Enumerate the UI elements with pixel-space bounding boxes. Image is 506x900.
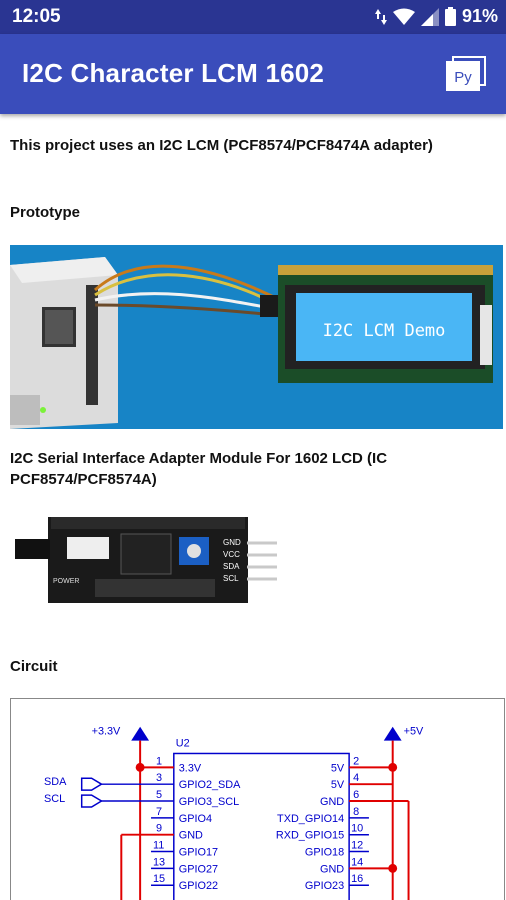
right-pin-name: RXD_GPIO15 <box>276 830 344 842</box>
prototype-heading: Prototype <box>10 204 81 221</box>
circuit-schematic: +3.3V +5V U2 SDA SCL <box>10 698 505 900</box>
sda-signal-label: SDA <box>44 776 67 788</box>
python-button-label: Py <box>454 69 472 86</box>
right-pin-num: 10 <box>351 823 363 835</box>
circuit-heading: Circuit <box>10 658 58 675</box>
battery-icon <box>444 7 456 26</box>
left-pin-name: GPIO17 <box>179 846 218 858</box>
left-pin-num: 13 <box>153 856 165 868</box>
status-bar: 12:05 91% <box>0 0 506 34</box>
right-pin-num: 16 <box>351 873 363 885</box>
page-title: I2C Character LCM 1602 <box>22 58 325 88</box>
left-pin-name: GPIO27 <box>179 863 218 875</box>
right-pin-name: GPIO23 <box>305 880 344 892</box>
v5-label: +5V <box>404 726 424 738</box>
right-pin-num: 12 <box>351 840 363 852</box>
intro-text: This project uses an I2C LCM (PCF8574/PC… <box>10 137 433 154</box>
v33-label: +3.3V <box>92 726 121 738</box>
left-pin-list: 1 3.3V 3 GPIO2_SDA 5 GPIO3_SCL 7 GPIO4 9… <box>153 755 241 892</box>
data-transfer-icon <box>374 8 387 25</box>
right-pin-num: 2 <box>353 755 359 767</box>
left-pin-num: 9 <box>156 823 162 835</box>
left-pin-name: GPIO3_SCL <box>179 796 239 808</box>
left-pin-num: 11 <box>153 840 164 852</box>
status-icons: 91% <box>374 6 498 27</box>
right-pin-num: 14 <box>351 856 363 868</box>
module-pin-vcc: VCC <box>223 550 240 559</box>
module-pin-scl: SCL <box>223 574 239 583</box>
left-pin-num: 1 <box>156 755 162 767</box>
module-pin-sda: SDA <box>223 562 240 571</box>
left-pin-num: 3 <box>156 772 162 784</box>
right-pin-name: 5V <box>331 779 345 791</box>
right-pin-num: 8 <box>353 806 359 818</box>
cell-signal-icon <box>420 7 439 26</box>
adapter-heading: I2C Serial Interface Adapter Module For … <box>10 450 388 488</box>
left-pin-name: 3.3V <box>179 762 202 774</box>
status-time: 12:05 <box>12 6 61 27</box>
right-pin-list: 2 5V 4 5V 6 GND 8 TXD_GPIO14 10 RXD_GPIO… <box>276 755 363 892</box>
right-pin-name: 5V <box>331 762 345 774</box>
left-pin-num: 15 <box>153 873 165 885</box>
left-pin-name: GPIO4 <box>179 813 212 825</box>
adapter-module-photo: POWER GND VCC SDA SCL <box>15 509 280 609</box>
module-pin-gnd: GND <box>223 538 241 547</box>
left-pin-num: 5 <box>156 789 162 801</box>
scl-signal-label: SCL <box>44 793 65 805</box>
app-bar: I2C Character LCM 1602 Py <box>0 34 506 114</box>
content-scroll[interactable]: This project uses an I2C LCM (PCF8574/PC… <box>0 114 506 900</box>
right-pin-num: 6 <box>353 789 359 801</box>
wifi-icon <box>392 8 415 25</box>
chip-label: U2 <box>176 738 190 750</box>
left-pin-name: GPIO2_SDA <box>179 779 241 791</box>
prototype-photo: I2C LCM Demo <box>10 245 503 429</box>
python-code-button[interactable]: Py <box>446 56 486 92</box>
right-pin-name: GND <box>320 863 344 875</box>
lcd-display-text: I2C LCM Demo <box>323 321 446 341</box>
left-pin-name: GND <box>179 830 203 842</box>
left-pin-num: 7 <box>156 806 162 818</box>
left-pin-name: GPIO22 <box>179 880 218 892</box>
right-pin-name: GPIO18 <box>305 846 344 858</box>
right-pin-name: GND <box>320 796 344 808</box>
right-pin-name: TXD_GPIO14 <box>277 813 344 825</box>
battery-percent: 91% <box>461 6 498 26</box>
module-pin-labels: GND VCC SDA SCL <box>223 538 241 583</box>
right-pin-num: 4 <box>353 772 359 784</box>
module-power-label: POWER <box>53 578 79 585</box>
